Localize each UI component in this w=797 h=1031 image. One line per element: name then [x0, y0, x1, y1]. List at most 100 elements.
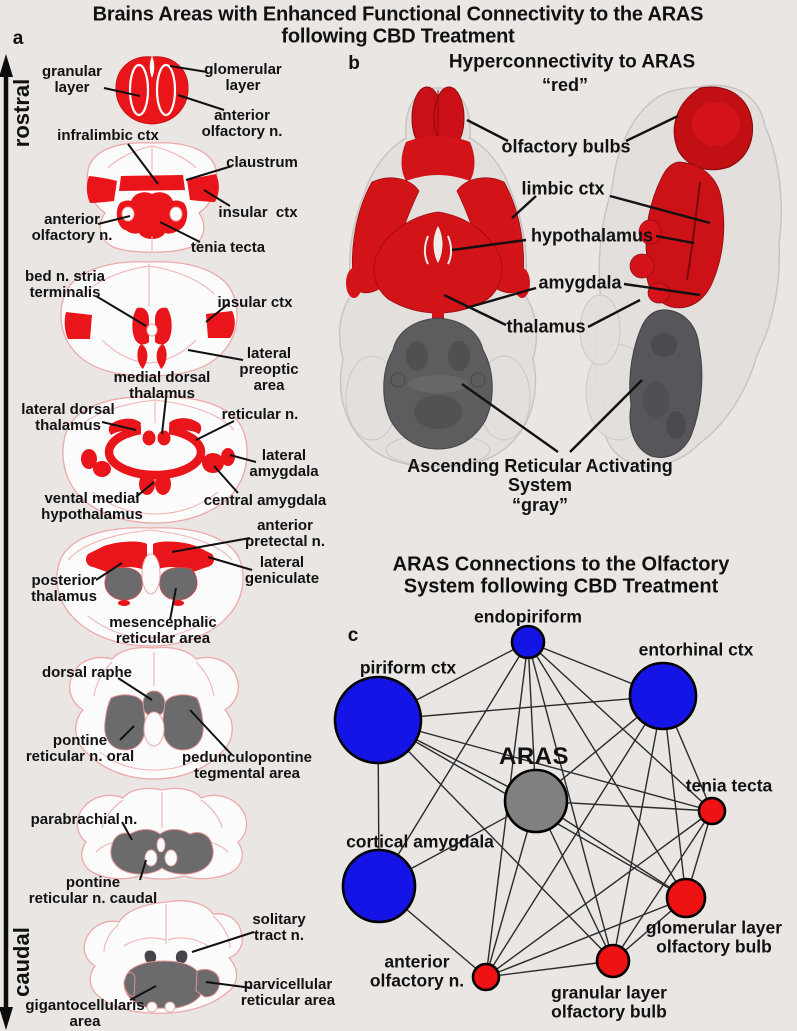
network-edge — [527, 641, 687, 899]
region-label: bed n. stria terminalis — [24, 267, 106, 301]
network-node-aras — [503, 768, 569, 834]
node-label-aras: ARAS — [498, 743, 570, 771]
network-edge — [612, 810, 713, 962]
region-label: lateral geniculate — [244, 553, 320, 587]
panel-c-title: ARAS Connections to the Olfactory System… — [392, 553, 730, 598]
leader-line — [101, 421, 137, 431]
region-label: dorsal raphe — [41, 663, 133, 681]
region-label: Ascending Reticular Activating System “g… — [407, 456, 673, 515]
region-label: limbic ctx — [521, 178, 605, 199]
network-edge — [485, 695, 664, 978]
region-label: pedunculopontine tegmental area — [182, 748, 312, 782]
panel-letter-c: c — [347, 625, 359, 646]
region-label: glomerular layer — [204, 60, 282, 94]
panel-a-leader-lines — [95, 65, 257, 1001]
leader-line — [95, 562, 123, 581]
leader-line — [625, 114, 679, 143]
network-edge — [377, 719, 614, 962]
network-node-glomerular-layer-olfactory-bulb — [665, 877, 707, 919]
leader-line — [187, 349, 244, 361]
region-label: lateral amygdala — [249, 446, 319, 480]
region-label: tenia tecta — [190, 238, 266, 256]
region-label: claustrum — [226, 153, 298, 171]
region-label: central amygdala — [203, 491, 327, 509]
node-label-glomerular-layer-olfactory-bulb: glomerular layer olfactory bulb — [645, 917, 783, 956]
leader-line — [177, 94, 225, 111]
region-label: pontine reticular n. oral — [25, 731, 135, 765]
figure-title: Brains Areas with Enhanced Functional Co… — [92, 3, 704, 48]
region-label: posterior thalamus — [31, 571, 97, 605]
region-label: parvicellular reticular area — [240, 975, 336, 1009]
leader-line — [466, 118, 509, 143]
region-label: anterior olfactory n. — [201, 106, 283, 140]
panel-b-subtitle: “red” — [541, 74, 589, 95]
brain-slice-3 — [60, 261, 238, 377]
region-label: parabrachial n. — [30, 810, 138, 828]
axis-label-caudal: caudal — [9, 927, 34, 997]
leader-line — [191, 931, 255, 953]
brain-slice-7 — [76, 787, 248, 880]
network-node-anterior-olfactory-n — [471, 962, 501, 992]
leader-line — [135, 481, 155, 498]
region-label: hypothalamus — [530, 225, 654, 246]
node-label-endopiriform: endopiriform — [474, 606, 582, 627]
leader-line — [451, 238, 527, 252]
rostral-caudal-axis-arrow — [0, 54, 13, 1030]
brain-slice-8 — [83, 900, 243, 1015]
axis-label-rostral: rostral — [9, 78, 34, 148]
leader-line — [443, 293, 507, 327]
leader-line — [205, 303, 229, 323]
region-label: amygdala — [538, 272, 622, 293]
network-edge — [485, 810, 713, 978]
leader-line — [465, 286, 537, 310]
panel-letter-a: a — [12, 28, 24, 49]
leader-line — [185, 165, 233, 181]
region-label: lateral preoptic area — [239, 344, 299, 395]
region-label: olfactory bulbs — [501, 136, 631, 157]
leader-line — [127, 143, 159, 185]
leader-line — [161, 397, 167, 435]
region-label: lateral dorsal thalamus — [21, 400, 115, 434]
leader-line — [189, 709, 233, 756]
region-label: anterior olfactory n. — [31, 210, 113, 244]
network-node-cortical-amygdala — [341, 848, 417, 924]
network-node-tenia-tecta — [697, 796, 727, 826]
leader-line — [129, 985, 157, 1001]
network-edge — [485, 960, 614, 978]
leader-line — [205, 981, 253, 989]
brain-slice-5 — [56, 527, 244, 647]
network-edge — [485, 897, 687, 978]
leader-line — [655, 234, 695, 245]
network-nodes — [333, 624, 727, 992]
region-label: vental medial hypothalamus — [41, 489, 143, 523]
leader-line — [121, 821, 133, 841]
node-label-granular-layer-olfactory-bulb: granular layer olfactory bulb — [551, 982, 667, 1021]
panel-b-leader-lines — [443, 114, 711, 453]
leader-line — [195, 420, 235, 441]
leader-line — [203, 189, 231, 207]
panel-b-title: Hyperconnectivity to ARAS — [448, 51, 696, 73]
network-edge — [377, 695, 664, 721]
network-node-entorhinal-ctx — [628, 661, 698, 731]
leader-line — [169, 65, 208, 73]
region-label: pontine reticular n. caudal — [28, 873, 158, 907]
leader-line — [623, 282, 701, 297]
region-label: reticular n. — [221, 405, 299, 423]
node-label-anterior-olfactory-n: anterior olfactory n. — [369, 951, 465, 990]
region-label: anterior pretectal n. — [244, 516, 326, 550]
node-label-tenia-tecta: tenia tecta — [685, 775, 773, 796]
node-label-piriform-ctx: piriform ctx — [359, 657, 457, 678]
leader-line — [95, 295, 147, 327]
leader-line — [97, 215, 131, 225]
leader-line — [169, 587, 177, 621]
brain-slice-4 — [62, 396, 248, 524]
leader-line — [103, 87, 141, 97]
leader-line — [229, 454, 257, 463]
brain-3d-lateral-view — [579, 84, 783, 467]
leader-line — [609, 194, 711, 225]
leader-line — [213, 465, 239, 494]
region-label: granular layer — [41, 62, 103, 96]
node-label-cortical-amygdala: cortical amygdala — [346, 831, 494, 852]
panel-letter-b: b — [348, 53, 360, 74]
